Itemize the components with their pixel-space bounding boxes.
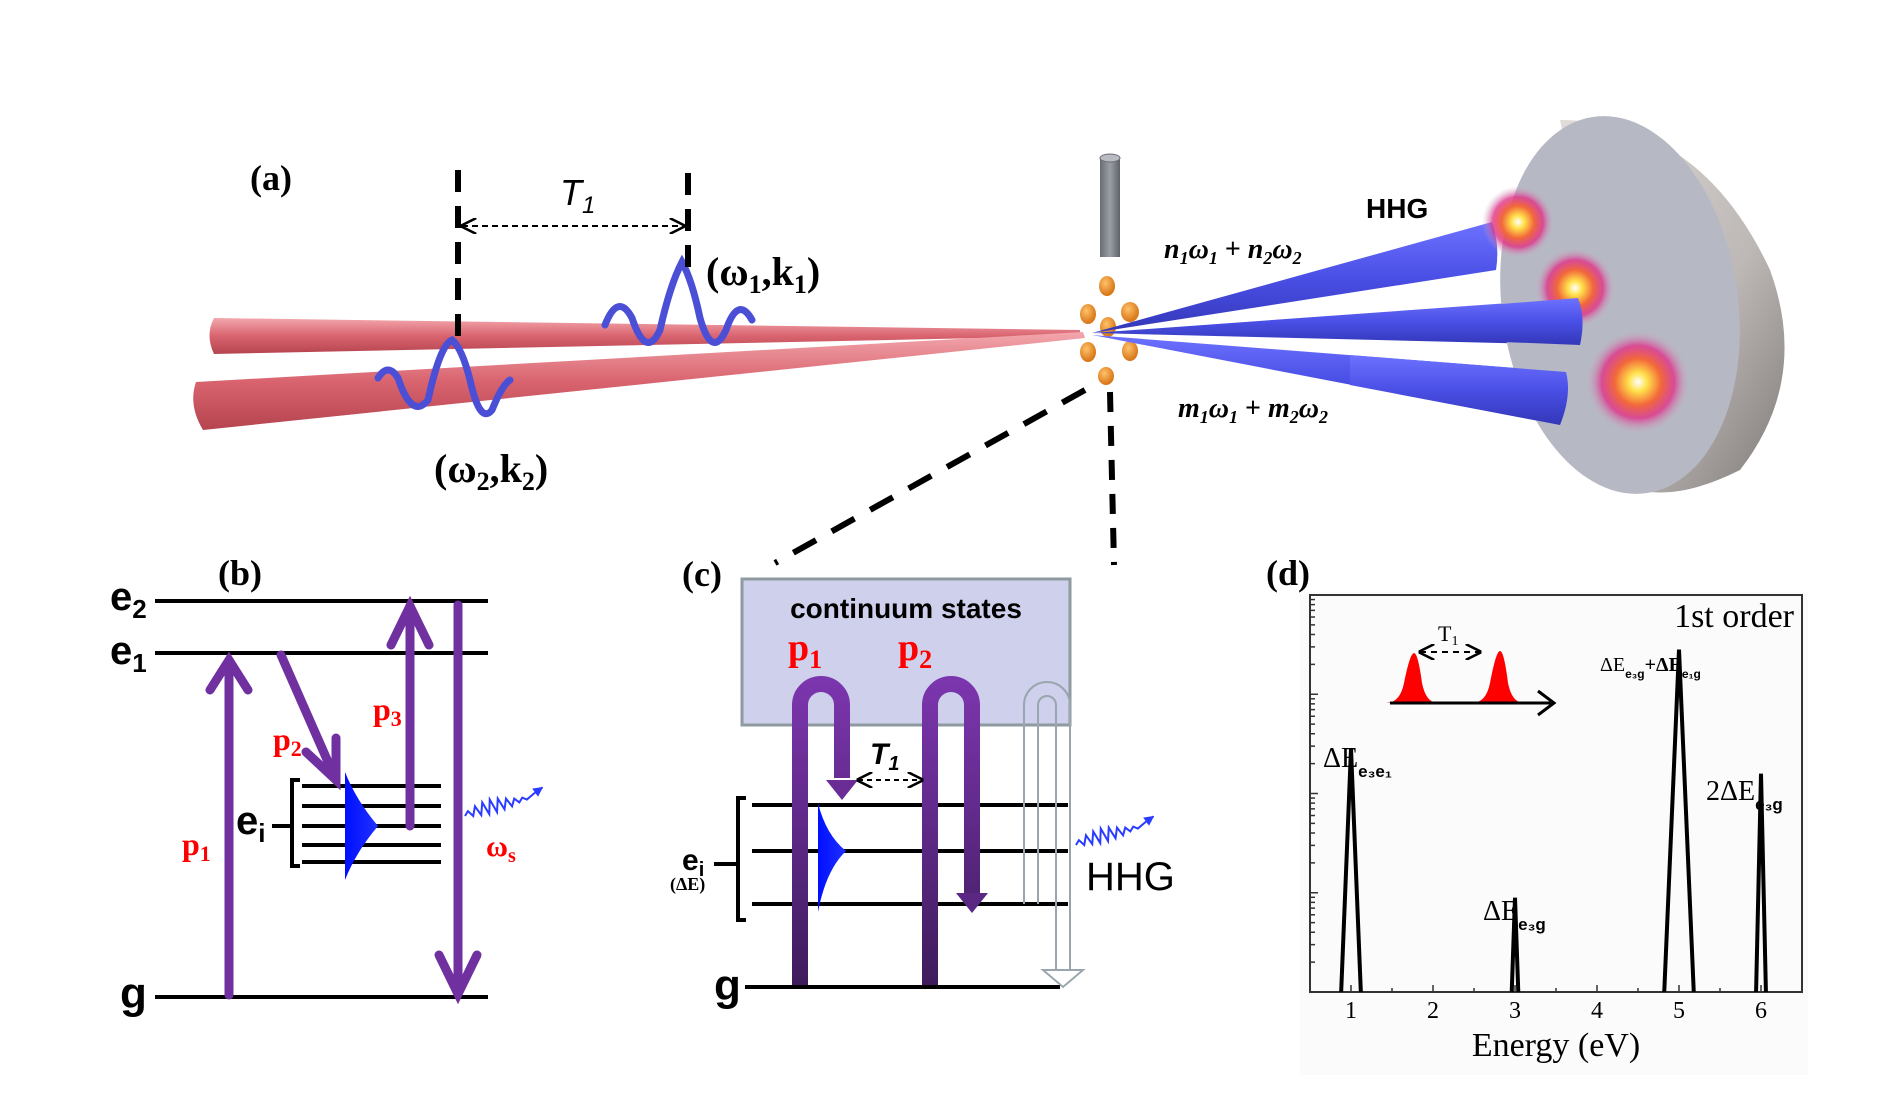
x-tick-label: 5 <box>1673 998 1685 1024</box>
harmonic-order-upper: n1ω1 + n2ω2 <box>1164 234 1302 268</box>
panel-b-label: (b) <box>218 553 262 593</box>
wave-packet-1 <box>601 254 756 346</box>
level-ei-label-c: ei <box>682 844 704 881</box>
levels-ei <box>302 784 441 864</box>
chart-background <box>1300 592 1808 1075</box>
panel-c-label: (c) <box>682 554 722 594</box>
x-axis-label: Energy (eV) <box>1472 1027 1640 1064</box>
hhg-beam-upper <box>1092 222 1498 333</box>
arrow-emission <box>434 600 482 1005</box>
gas-nozzle <box>1100 157 1120 257</box>
level-g-label: g <box>120 969 147 1018</box>
level-e2-label: e2 <box>110 575 147 624</box>
peak-label-2: ΔEe₃g <box>1483 896 1546 934</box>
level-g-label-c: g <box>714 961 741 1010</box>
inset-time-arrowhead <box>1537 689 1557 717</box>
arrow-p1 <box>205 651 253 1000</box>
harmonic-order-lower: m1ω1 + m2ω2 <box>1178 393 1328 427</box>
beam-1-label: (ω1,k1) <box>706 249 820 299</box>
loop-p2 <box>922 676 980 985</box>
x-tick-label: 1 <box>1345 998 1357 1024</box>
beam-2-label: (ω2,k2) <box>434 446 548 496</box>
pulse-p2-label-c: p2 <box>898 627 932 674</box>
zoom-line-left <box>773 387 1087 566</box>
loop-p1 <box>792 676 850 985</box>
pulse-p3-label-b: p3 <box>373 691 402 731</box>
emitted-photon-b <box>464 786 544 818</box>
chart-title: 1st order <box>1674 598 1795 635</box>
emitted-photon-c <box>1075 815 1155 847</box>
laser-beam-1 <box>209 318 1080 354</box>
pulse-p1-label-c: p1 <box>788 627 822 674</box>
wavepacket-b <box>345 772 378 880</box>
delta-e-label-c: (ΔE) <box>670 874 705 895</box>
bracket-ei <box>272 778 300 868</box>
inset-pulse-2 <box>1472 651 1524 703</box>
level-e1-label: e1 <box>110 629 147 678</box>
panel-d-label: (d) <box>1266 553 1310 593</box>
loop-p2-head <box>956 893 988 913</box>
panel-b: (b) e2 e1 ei g <box>110 553 544 1018</box>
peak-label-1: ΔEe₃e₁ <box>1323 743 1392 781</box>
harmonic-spot-3 <box>1586 330 1690 434</box>
x-tick-label: 3 <box>1509 998 1521 1024</box>
wavepacket-c <box>818 803 846 912</box>
hhg-label-c: HHG <box>1086 855 1175 899</box>
arrow-p3 <box>386 595 434 831</box>
emission-label-b: ωs <box>486 830 516 867</box>
loop-p1-head <box>826 780 858 800</box>
gas-nozzle-top <box>1099 153 1121 163</box>
level-ei-label: ei <box>236 799 265 848</box>
arrow-p2 <box>276 650 341 791</box>
peak-1 <box>1339 748 1363 993</box>
x-tick-label: 2 <box>1427 998 1439 1024</box>
pulse-p2-label-b: p2 <box>273 721 302 761</box>
hhg-beam-lower-tip <box>1350 355 1568 425</box>
peak-2 <box>1509 897 1521 993</box>
pulse-p1-label-b: p1 <box>182 826 211 866</box>
peak-4 <box>1754 773 1768 993</box>
panel-a-label: (a) <box>250 158 292 198</box>
harmonic-spot-1 <box>1482 186 1554 258</box>
x-tick-label: 4 <box>1591 998 1603 1024</box>
x-tick-label: 6 <box>1755 998 1767 1024</box>
wave-packet-2 <box>374 335 514 418</box>
inset-pulse-1 <box>1386 653 1438 703</box>
zoom-line-right <box>1107 391 1117 566</box>
hhg-label-a: HHG <box>1366 193 1428 224</box>
hhg-beam-middle-tip <box>1350 298 1583 345</box>
continuum-label: continuum states <box>790 593 1022 624</box>
delay-label-c: T1 <box>870 738 899 775</box>
loop-hollow-head <box>1040 969 1086 989</box>
peak-3 <box>1662 649 1696 993</box>
panel-c: (c) continuum states p1 p2 ei (ΔE) g T1 … <box>670 554 1175 1010</box>
delay-label-a: T1 <box>560 172 595 219</box>
loop-hollow <box>1023 681 1071 970</box>
peak-label-4: 2ΔEe₃g <box>1706 776 1783 814</box>
bracket-ei-c <box>714 796 746 922</box>
panel-a: (a) T1 (ω1,k1) (ω2,k2) <box>193 116 1785 566</box>
peak-label-3: ΔEe₃g+ΔEe₁g <box>1600 654 1701 681</box>
